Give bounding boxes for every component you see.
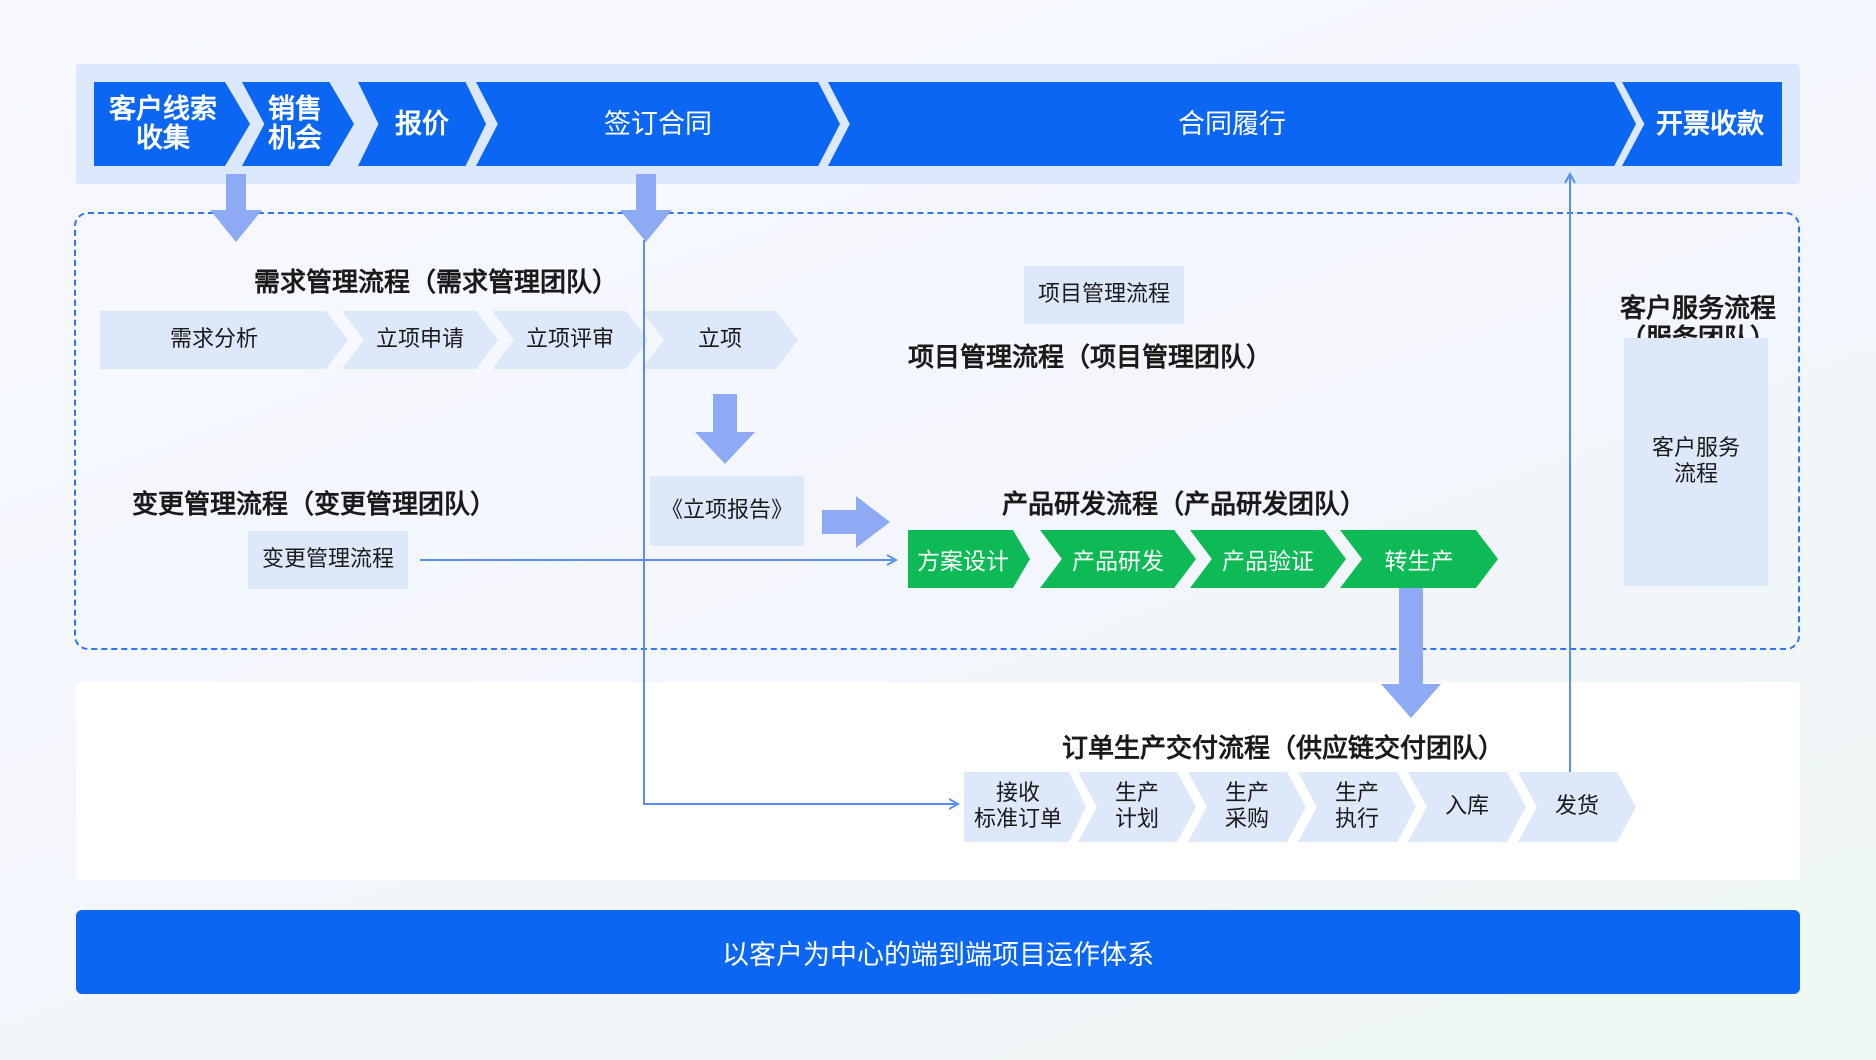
footer-banner: 以客户为中心的端到端项目运作体系 [76,910,1800,994]
rnd-step-verification: 产品验证 [1190,530,1346,588]
stage-sign-contract: 签订合同 [476,82,840,166]
process-region [74,212,1800,650]
demand-step-approval: 立项 [642,311,798,369]
rnd-step-development: 产品研发 [1040,530,1196,588]
down-arrow-to-order [1381,588,1441,718]
order-step-execute: 生产 执行 [1298,772,1416,842]
order-step-plan: 生产 计划 [1078,772,1196,842]
customer-service-box: 客户服务 流程 [1624,338,1768,586]
down-arrow-demand [210,174,262,242]
order-step-purchase: 生产 采购 [1188,772,1306,842]
project-title: 项目管理流程（项目管理团队） [908,343,1273,373]
order-panel [76,682,1800,880]
demand-title: 需求管理流程（需求管理团队） [254,268,619,298]
rnd-step-design: 方案设计 [908,530,1030,588]
order-step-shipping: 发货 [1518,772,1636,842]
project-tag: 项目管理流程 [1024,266,1184,324]
stage-contract-fulfillment: 合同履行 [828,82,1636,166]
change-box: 变更管理流程 [248,531,408,589]
line-contract-to-order [643,240,958,804]
demand-step-analysis: 需求分析 [100,311,348,369]
right-arrow-report [822,496,890,548]
stage-invoice-collection: 开票收款 [1622,82,1782,166]
demand-step-application: 立项申请 [342,311,498,369]
stage-quotation: 报价 [358,82,486,166]
rnd-title: 产品研发流程（产品研发团队） [1002,490,1367,520]
order-step-receive: 接收 标准订单 [964,772,1086,842]
stage-lead-collection: 客户线索 收集 [94,82,250,166]
rnd-step-to-production: 转生产 [1340,530,1498,588]
change-title: 变更管理流程（变更管理团队） [132,490,497,520]
project-report-box: 《立项报告》 [650,476,804,546]
order-title: 订单生产交付流程（供应链交付团队） [1062,734,1505,764]
down-arrow-contract [620,174,672,242]
order-step-storage: 入库 [1408,772,1526,842]
demand-step-review: 立项评审 [492,311,648,369]
down-arrow-report [695,394,755,464]
